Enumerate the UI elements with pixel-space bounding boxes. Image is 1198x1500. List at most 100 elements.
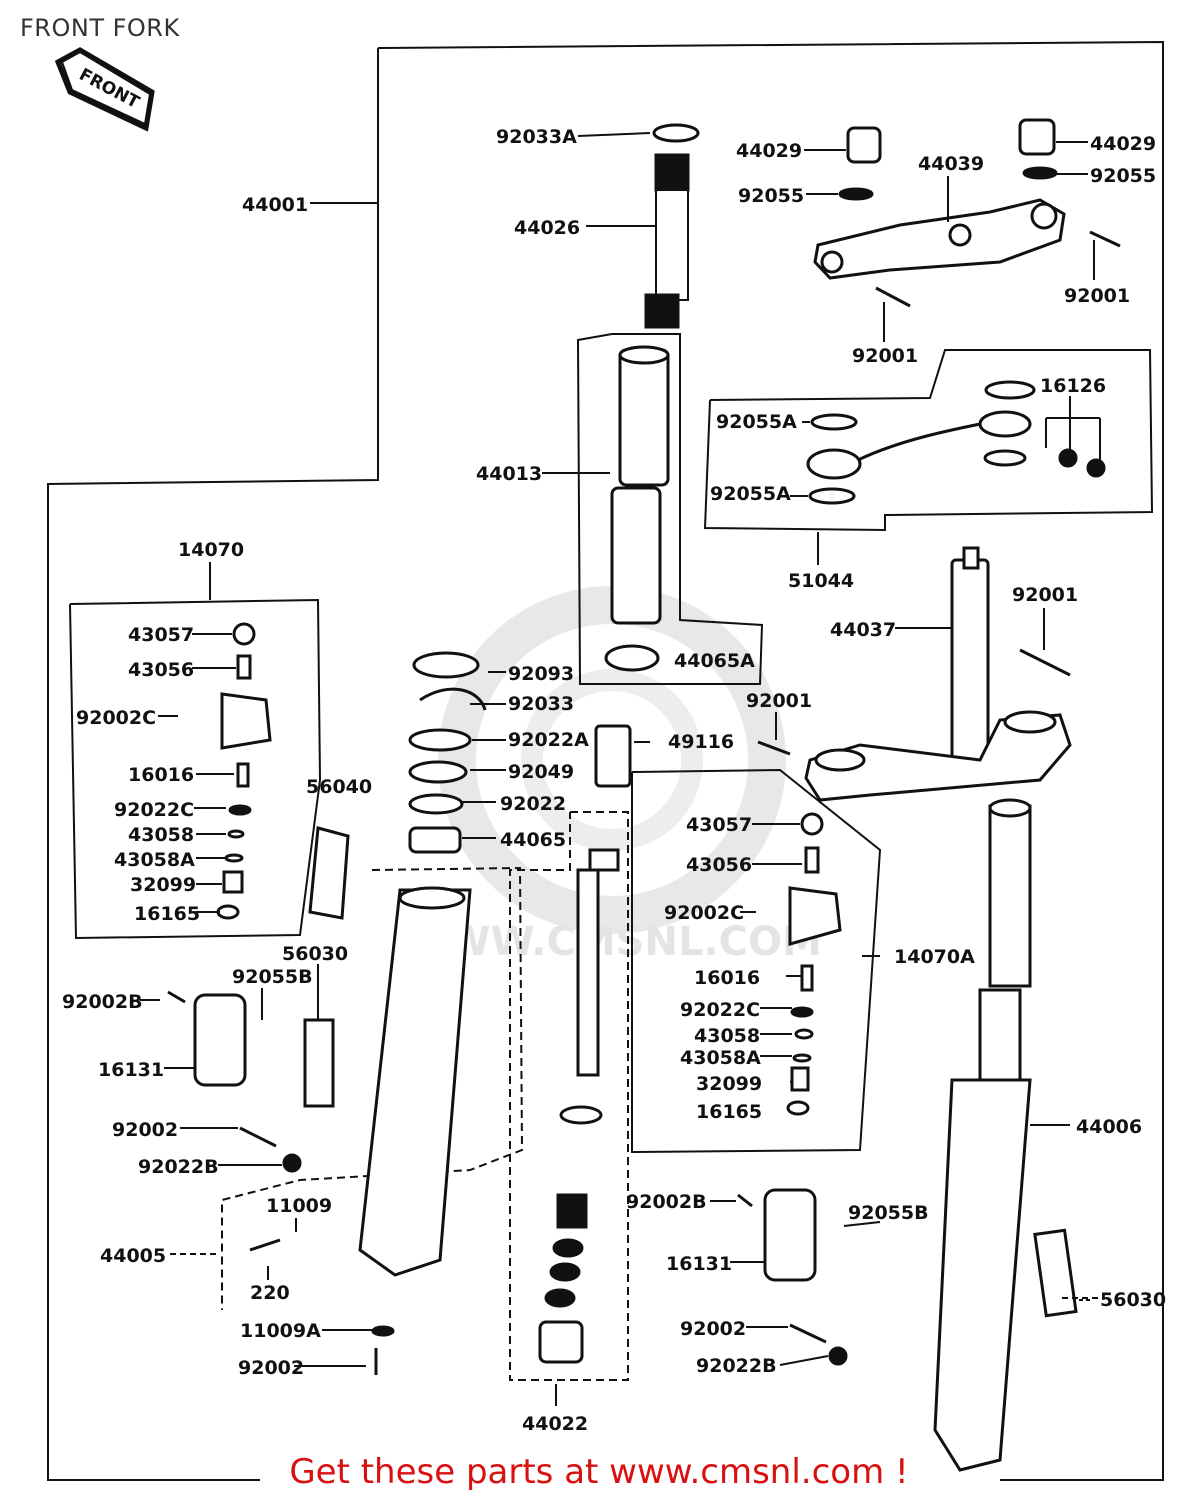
- part-number-label-92001: 92001: [1064, 285, 1130, 307]
- part-number-label-92022b: 92022B: [696, 1355, 777, 1377]
- part-number-label-43056: 43056: [686, 854, 752, 876]
- washer-92022A: [408, 728, 472, 752]
- part-number-label-92055: 92055: [738, 185, 804, 207]
- seal-92055A-2: [808, 487, 856, 505]
- outer-tube-44006: [933, 1078, 1032, 1472]
- part-number-label-43058a: 43058A: [114, 849, 195, 871]
- part-number-label-11009a: 11009A: [240, 1320, 321, 1342]
- part-number-label-92049: 92049: [508, 761, 574, 783]
- cap-44029-b: [1018, 118, 1056, 156]
- part-number-label-44001: 44001: [242, 194, 308, 216]
- part-number-label-16131: 16131: [666, 1253, 732, 1275]
- part-number-label-16016: 16016: [128, 764, 194, 786]
- part-number-label-16165: 16165: [134, 903, 200, 925]
- assembly-outline-14070: [69, 598, 322, 940]
- part-number-label-92022: 92022: [500, 793, 566, 815]
- part-number-label-92002c: 92002C: [664, 902, 744, 924]
- part-number-label-43058: 43058: [128, 824, 194, 846]
- part-number-label-56030: 56030: [1100, 1289, 1166, 1311]
- part-number-label-44006: 44006: [1076, 1116, 1142, 1138]
- oring-92033A: [652, 123, 700, 143]
- part-number-label-220: 220: [250, 1282, 290, 1304]
- page-title: FRONT FORK: [20, 14, 180, 42]
- inner-tube-44013: [618, 348, 670, 487]
- part-number-label-14070: 14070: [178, 539, 244, 561]
- part-number-label-49116: 49116: [668, 731, 734, 753]
- part-number-label-92093: 92093: [508, 663, 574, 685]
- part-number-label-92055a: 92055A: [716, 411, 797, 433]
- part-number-label-92002b: 92002B: [62, 991, 143, 1013]
- part-number-label-92002: 92002: [238, 1357, 304, 1379]
- decal-56030-b: [1033, 1228, 1078, 1318]
- part-number-label-43058: 43058: [694, 1025, 760, 1047]
- damper-rod-44022: [588, 848, 620, 872]
- outer-tube-44005: [358, 888, 472, 1277]
- part-number-label-56040: 56040: [306, 776, 372, 798]
- part-number-label-16016: 16016: [694, 967, 760, 989]
- part-number-label-56030: 56030: [282, 943, 348, 965]
- part-number-label-16131: 16131: [98, 1059, 164, 1081]
- washer-92049: [408, 760, 468, 784]
- part-number-label-92002: 92002: [680, 1318, 746, 1340]
- part-drawings: [167, 118, 1121, 1472]
- part-number-label-43057: 43057: [686, 814, 752, 836]
- assembly-outline-44022: [509, 811, 629, 1381]
- front-direction-badge: FRONT: [54, 47, 155, 132]
- axle-clamp-16131-a: [193, 993, 247, 1087]
- bolt-92001-b: [875, 286, 911, 308]
- part-number-label-14070a: 14070A: [894, 946, 975, 968]
- assembly-outline-44005: [221, 866, 524, 1310]
- washer-92022: [408, 793, 464, 815]
- part-number-label-44026: 44026: [514, 217, 580, 239]
- part-number-label-16126: 16126: [1040, 375, 1106, 397]
- part-number-label-43058a: 43058A: [680, 1047, 761, 1069]
- part-number-label-44029: 44029: [1090, 133, 1156, 155]
- part-number-label-92022c: 92022C: [680, 999, 760, 1021]
- cmsnl-shop-link[interactable]: Get these parts at www.cmsnl.com !: [289, 1452, 909, 1492]
- valve-49116: [594, 724, 632, 788]
- washer-92055-a: [838, 187, 874, 201]
- part-number-label-92022b: 92022B: [138, 1156, 219, 1178]
- part-number-label-32099: 32099: [696, 1073, 762, 1095]
- part-number-label-92022c: 92022C: [114, 799, 194, 821]
- assembly-outline-14070A: [631, 768, 882, 1154]
- watermark-text: WWW.CMSNL.COM: [402, 919, 822, 965]
- assembly-outline-44013: [576, 333, 764, 685]
- part-number-label-44065: 44065: [500, 829, 566, 851]
- leader-lines: [140, 132, 1101, 1406]
- spring-44026: [654, 153, 690, 192]
- decal-56030-a: [303, 1018, 335, 1108]
- part-number-label-92001: 92001: [852, 345, 918, 367]
- part-number-label-16165: 16165: [696, 1101, 762, 1123]
- part-number-label-92022a: 92022A: [508, 729, 589, 751]
- bolt-92001-a: [1089, 230, 1121, 248]
- part-number-label-32099: 32099: [130, 874, 196, 896]
- seal-92055A-1: [810, 413, 858, 431]
- assembly-outline-51044: [703, 349, 1154, 532]
- decal-56040: [308, 826, 350, 920]
- part-number-label-92055a: 92055A: [710, 483, 791, 505]
- washer-92055-b: [1022, 166, 1058, 180]
- part-number-label-92055b: 92055B: [232, 966, 313, 988]
- part-number-label-43057: 43057: [128, 624, 194, 646]
- part-number-label-51044: 51044: [788, 570, 854, 592]
- axle-clamp-16131-b: [763, 1188, 817, 1282]
- part-number-label-43056: 43056: [128, 659, 194, 681]
- valve-cap-43057-a: [232, 622, 256, 646]
- part-number-label-44022: 44022: [522, 1413, 588, 1435]
- part-number-label-44037: 44037: [830, 619, 896, 641]
- part-number-label-92002b: 92002B: [626, 1191, 707, 1213]
- part-number-label-11009: 11009: [266, 1195, 332, 1217]
- part-number-label-92002: 92002: [112, 1119, 178, 1141]
- cap-44029-a: [846, 126, 882, 164]
- part-number-label-44065a: 44065A: [674, 650, 755, 672]
- assembly-outline-44001: [377, 40, 1164, 1481]
- stem-44037: [950, 558, 990, 762]
- part-number-label-44039: 44039: [918, 153, 984, 175]
- upper-bracket-44039: [813, 198, 1066, 280]
- part-number-label-92033a: 92033A: [496, 126, 577, 148]
- part-number-label-92033: 92033: [508, 693, 574, 715]
- part-number-label-44029: 44029: [736, 140, 802, 162]
